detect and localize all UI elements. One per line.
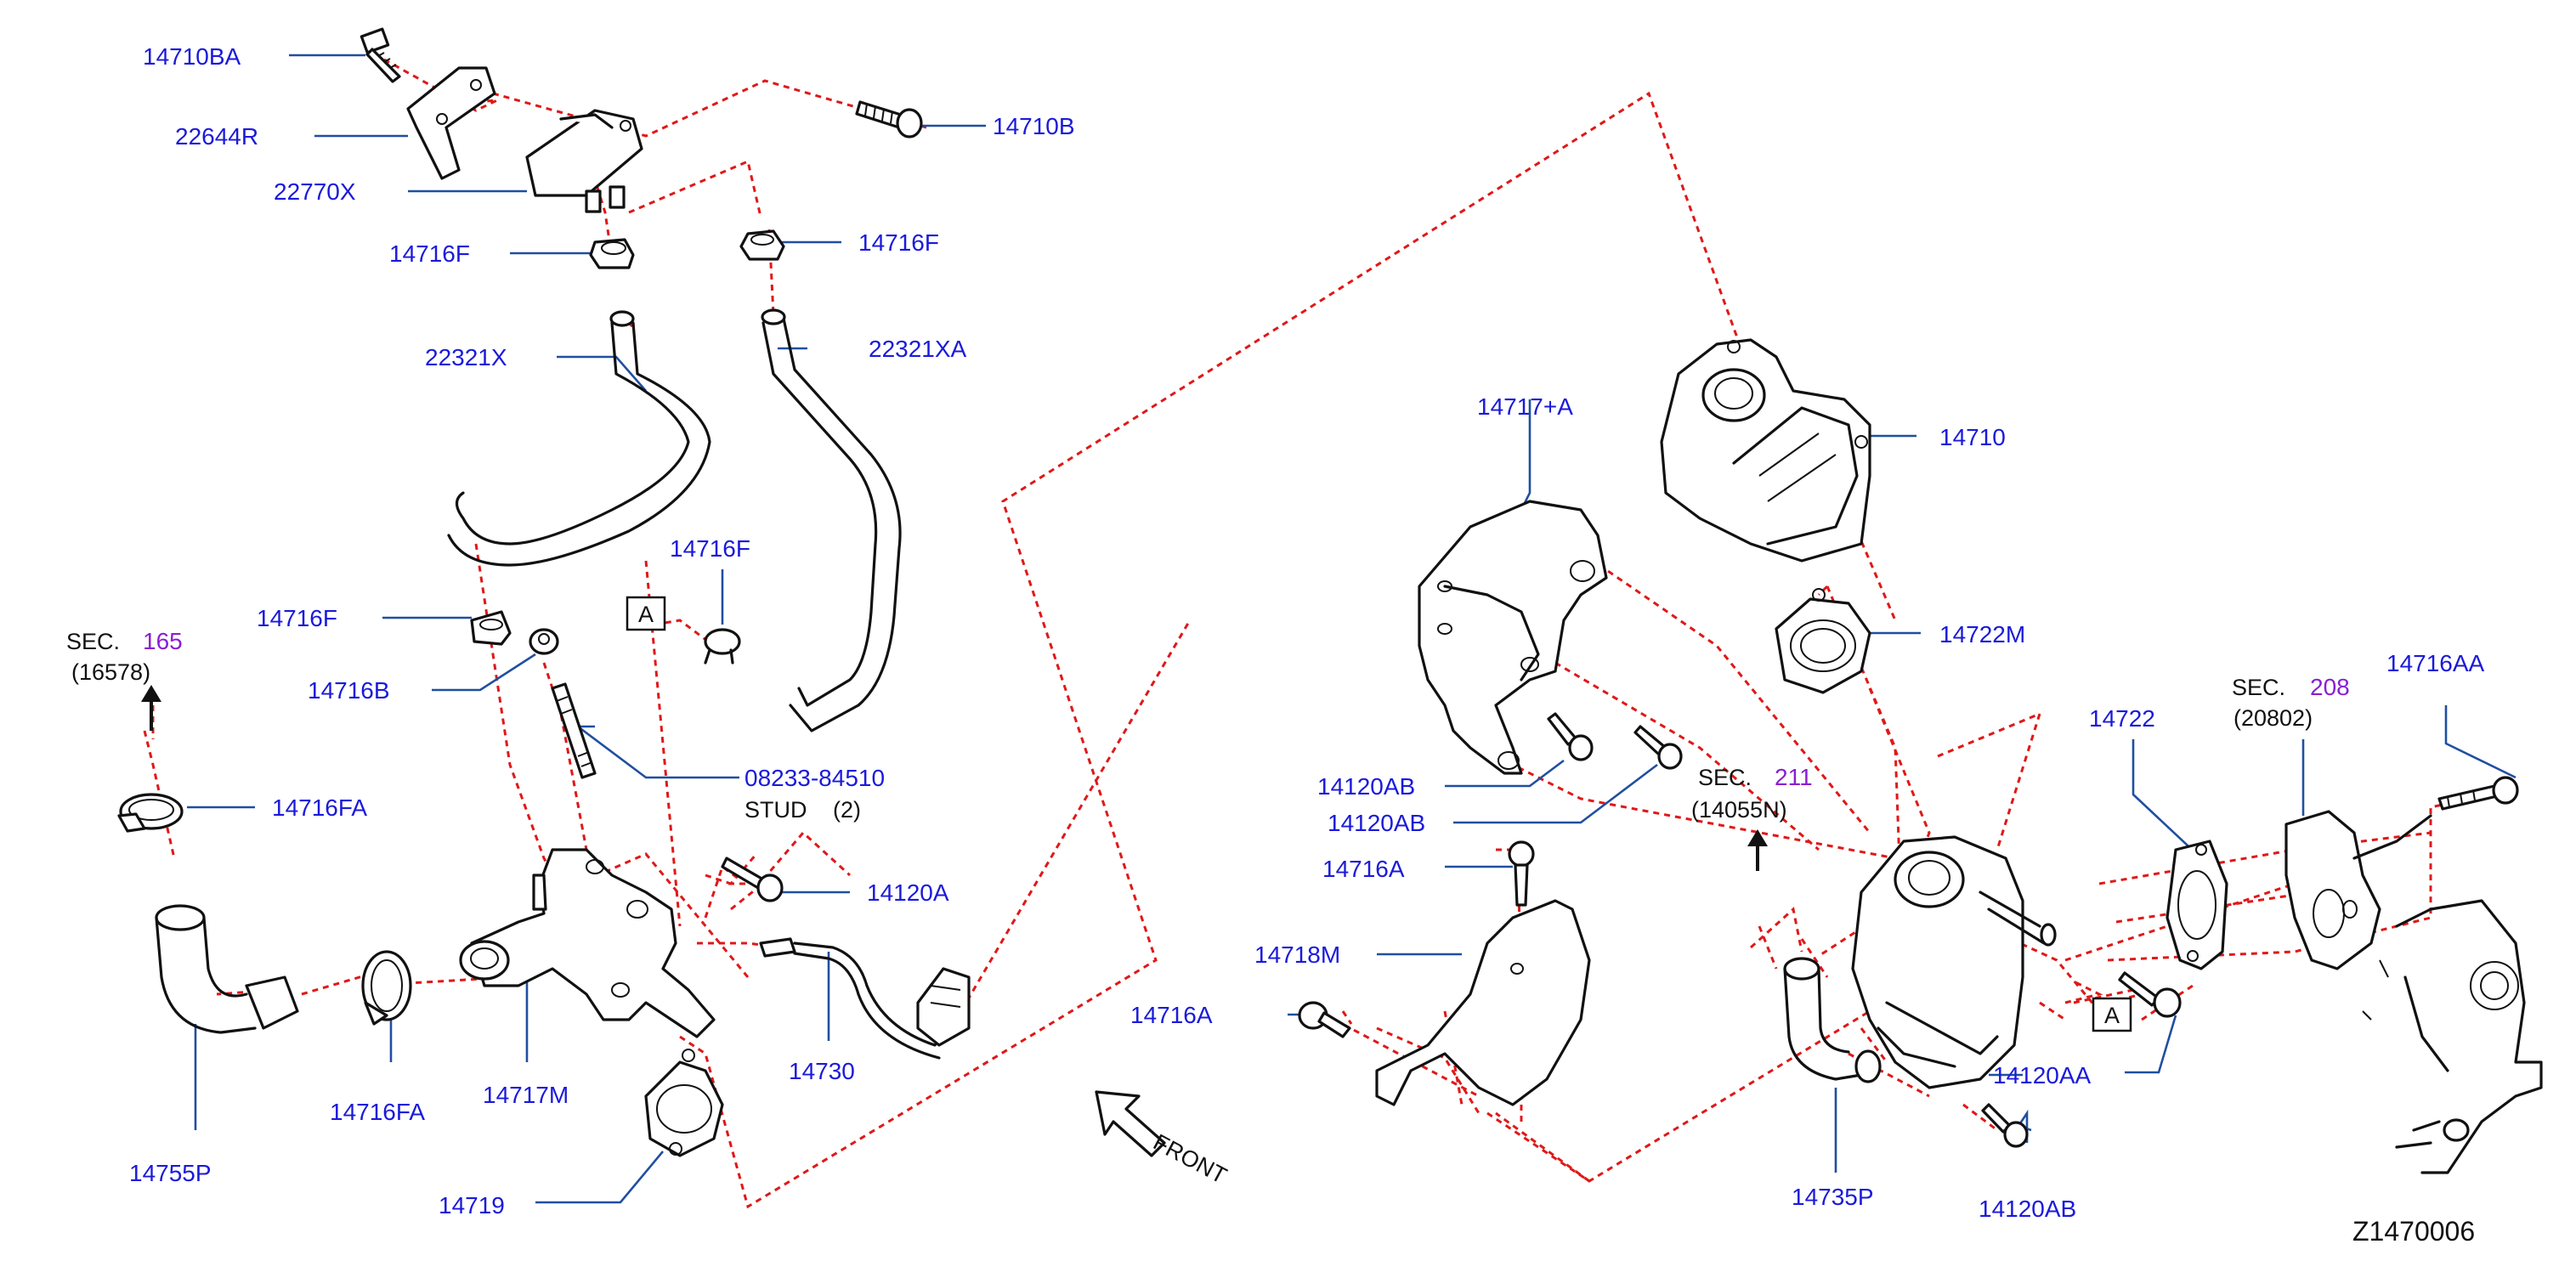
hose-14755p-icon bbox=[155, 904, 299, 1034]
tube-14735p-icon bbox=[1783, 957, 1882, 1083]
up-arrow-icon bbox=[1747, 829, 1768, 871]
box-a-label: A bbox=[2104, 1003, 2120, 1028]
label-14716b: 14716B bbox=[308, 677, 390, 704]
sec-number: 208 bbox=[2310, 674, 2350, 700]
gasket-14722m-icon bbox=[1775, 588, 1871, 694]
flange-sec208-icon bbox=[2284, 810, 2432, 970]
clip-14716f-b-icon bbox=[739, 229, 785, 261]
clip-14716f-a-icon bbox=[589, 238, 635, 269]
bracket-22644r-icon bbox=[406, 66, 496, 180]
gasket-14722-icon bbox=[2166, 840, 2228, 970]
bolt-14716a-b-icon bbox=[1298, 1001, 1351, 1038]
part-labels: 14710BA 22644R 22770X 14710B 14716F 1471… bbox=[129, 43, 2485, 1222]
sec-sub: (16578) bbox=[71, 659, 150, 685]
sec-number: 165 bbox=[143, 628, 183, 654]
box-a-label: A bbox=[638, 602, 654, 627]
clip-14716f-c-icon bbox=[704, 628, 741, 664]
label-14755p: 14755P bbox=[129, 1160, 212, 1186]
sec-prefix: SEC. bbox=[2232, 675, 2285, 700]
heat-shield-14718m-icon bbox=[1375, 899, 1591, 1106]
section-ref-208: SEC. 208 (20802) bbox=[2232, 674, 2350, 731]
diagram-code: Z1470006 bbox=[2352, 1216, 2475, 1247]
label-08233-84510: 08233-84510 bbox=[744, 765, 885, 791]
label-14120ab-c: 14120AB bbox=[1979, 1196, 2076, 1222]
label-14710ba: 14710BA bbox=[143, 43, 241, 70]
label-14120ab-a: 14120AB bbox=[1317, 773, 1415, 800]
hose-22321xa-icon bbox=[761, 321, 878, 707]
label-14717m: 14717M bbox=[483, 1082, 569, 1108]
label-14716f-d: 14716F bbox=[257, 605, 337, 631]
label-14120ab-b: 14120AB bbox=[1328, 810, 1425, 836]
section-ref-211: SEC. 211 (14055N) bbox=[1691, 764, 1813, 823]
gasket-14719-icon bbox=[644, 1049, 724, 1157]
valve-body-icon bbox=[1851, 835, 2057, 1089]
label-14722m: 14722M bbox=[1939, 621, 2025, 647]
clamp-14716fa-b-icon bbox=[361, 950, 412, 1026]
reference-box-a-1: A bbox=[626, 596, 666, 631]
sec-sub: (20802) bbox=[2233, 705, 2313, 731]
label-14710: 14710 bbox=[1939, 424, 2006, 450]
front-arrow-icon bbox=[1095, 1090, 1166, 1157]
right-assembly bbox=[1298, 338, 2543, 1174]
label-stud-qty: (2) bbox=[833, 797, 861, 823]
label-14716f-c: 14716F bbox=[670, 535, 750, 562]
section-ref-165: SEC. 165 (16578) bbox=[66, 628, 183, 685]
label-14120aa: 14120AA bbox=[1993, 1062, 2092, 1089]
label-14710b: 14710B bbox=[993, 113, 1075, 139]
turbocharger-partial-icon bbox=[2362, 899, 2543, 1174]
bolt-14716aa-icon bbox=[2437, 776, 2519, 811]
label-22770x: 22770X bbox=[274, 178, 356, 205]
left-assembly bbox=[117, 27, 1166, 1157]
sec-prefix: SEC. bbox=[66, 629, 120, 654]
label-stud: STUD bbox=[744, 797, 807, 823]
leader-lines bbox=[187, 54, 2517, 1204]
up-arrow-icon bbox=[141, 685, 161, 731]
housing-14717m-icon bbox=[459, 848, 716, 1038]
bolt-14120ab-c-icon bbox=[1981, 1103, 2029, 1148]
sec-prefix: SEC. bbox=[1698, 765, 1752, 790]
bracket-14717a-icon bbox=[1418, 500, 1608, 775]
bolt-14120a-icon bbox=[721, 857, 784, 902]
sec-number: 211 bbox=[1775, 764, 1813, 790]
bolt-14716a-a-icon bbox=[1508, 840, 1535, 907]
label-14716f-b: 14716F bbox=[858, 229, 939, 256]
label-14718m: 14718M bbox=[1254, 942, 1340, 968]
label-22644r: 22644R bbox=[175, 123, 258, 150]
throttle-body-14710-icon bbox=[1660, 338, 1871, 563]
label-14120a: 14120A bbox=[867, 879, 949, 906]
sec-sub: (14055N) bbox=[1691, 797, 1787, 823]
label-14716fa-a: 14716FA bbox=[272, 794, 367, 821]
label-14722: 14722 bbox=[2089, 705, 2155, 732]
reference-box-a-2: A bbox=[2092, 997, 2132, 1032]
bolt-14120aa-icon bbox=[2118, 971, 2182, 1018]
bolt-14710ba-icon bbox=[360, 27, 401, 83]
label-14730: 14730 bbox=[789, 1058, 855, 1084]
label-14735p: 14735P bbox=[1792, 1184, 1874, 1210]
clamp-14716fa-a-icon bbox=[117, 793, 184, 833]
hose-22321x-icon bbox=[455, 321, 690, 546]
label-14717a: 14717+A bbox=[1477, 393, 1573, 420]
label-14716a-b: 14716A bbox=[1130, 1002, 1213, 1028]
label-22321x: 22321X bbox=[425, 344, 507, 370]
clip-14716f-d-icon bbox=[470, 610, 512, 646]
label-14716a-a: 14716A bbox=[1322, 856, 1405, 882]
bolt-14710b-icon bbox=[855, 100, 923, 139]
bolt-14120ab-a-icon bbox=[1547, 712, 1594, 761]
label-22321xa: 22321XA bbox=[869, 336, 967, 362]
pressure-sensor-22770x-icon bbox=[525, 109, 643, 213]
label-14716aa: 14716AA bbox=[2386, 650, 2485, 676]
label-14716fa-b: 14716FA bbox=[330, 1099, 425, 1125]
label-14716f-a: 14716F bbox=[389, 240, 470, 267]
label-14719: 14719 bbox=[439, 1192, 505, 1219]
temperature-sensor-14730-icon bbox=[759, 937, 971, 1060]
label-front: FRONT bbox=[1149, 1129, 1231, 1189]
nut-14716b-icon bbox=[529, 628, 559, 655]
bolt-14120ab-b-icon bbox=[1633, 725, 1683, 770]
stud-08233-icon bbox=[551, 682, 597, 779]
